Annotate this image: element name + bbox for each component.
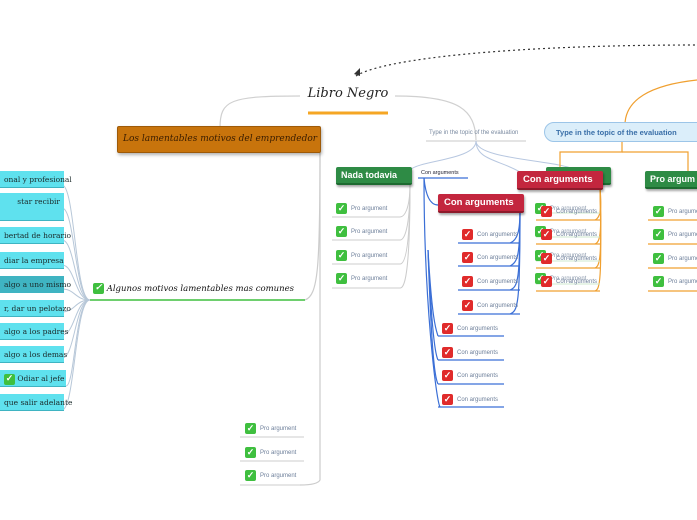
pro-argument[interactable]: ✓Pro argument — [245, 423, 297, 434]
check-icon: ✓ — [541, 253, 552, 264]
sub-topic-label: Algunos motivos lamentables mas comunes — [106, 284, 294, 294]
check-icon: ✓ — [442, 370, 453, 381]
con-argument[interactable]: ✓Con arguments — [442, 394, 499, 405]
left-item[interactable]: algo a los padres — [0, 323, 69, 340]
pro-argument[interactable]: ✓Pro argument — [245, 470, 297, 481]
check-icon: ✓ — [442, 323, 453, 334]
pro-argument[interactable]: ✓Pro argument — [535, 250, 586, 261]
con-argument[interactable]: ✓Con arguments — [541, 253, 598, 264]
pro-argument[interactable]: ✓Pro argument — [245, 447, 297, 458]
con-argument[interactable]: ✓Con arguments — [541, 206, 598, 217]
check-icon: ✓ — [462, 229, 473, 240]
check-icon: ✓ — [653, 206, 664, 217]
sub-topic[interactable]: ✓ Algunos motivos lamentables mas comune… — [93, 283, 294, 294]
check-icon: ✓ — [4, 373, 15, 385]
left-item[interactable]: ✓ Odiar al jefe — [0, 370, 66, 387]
con-argument[interactable]: ✓Con arguments — [442, 323, 499, 334]
check-icon: ✓ — [442, 347, 453, 358]
con-arguments-node[interactable]: Con arguments — [517, 171, 603, 190]
check-icon: ✓ — [535, 226, 546, 237]
con-argument[interactable]: ✓Con arguments — [462, 300, 519, 311]
check-icon: ✓ — [541, 229, 552, 240]
check-icon: ✓ — [245, 423, 256, 434]
left-item[interactable]: bertad de horario — [0, 227, 71, 244]
check-icon: ✓ — [653, 229, 664, 240]
check-icon: ✓ — [535, 250, 546, 261]
check-icon: ✓ — [541, 206, 552, 217]
check-icon: ✓ — [442, 394, 453, 405]
pro-argument[interactable]: ✓Pro argument — [535, 273, 586, 284]
pro-argument[interactable]: ✓Pro argument — [535, 226, 586, 237]
pro-argument[interactable]: ✓Pro argument — [653, 276, 697, 287]
left-item[interactable]: star recibir — [0, 193, 64, 221]
check-icon: ✓ — [336, 273, 347, 284]
con-arguments-label[interactable]: Con arguments — [421, 170, 459, 176]
con-argument[interactable]: ✓Con arguments — [462, 276, 519, 287]
main-to-sub-link — [304, 151, 321, 301]
pro-argument[interactable]: ✓Pro argument — [336, 250, 388, 261]
left-item[interactable]: diar la empresa — [0, 252, 64, 269]
check-icon: ✓ — [336, 203, 347, 214]
con-arguments-node[interactable]: Con arguments — [438, 194, 524, 213]
con-argument[interactable]: ✓Con arguments — [442, 347, 499, 358]
check-icon: ✓ — [462, 300, 473, 311]
pro-argument[interactable]: ✓Pro argument — [336, 273, 388, 284]
check-icon: ✓ — [245, 470, 256, 481]
con-argument[interactable]: ✓Con arguments — [541, 276, 598, 287]
con-argument[interactable]: ✓Con arguments — [442, 370, 499, 381]
check-icon: ✓ — [462, 252, 473, 263]
check-icon: ✓ — [653, 276, 664, 287]
check-icon: ✓ — [535, 203, 546, 214]
left-item[interactable]: onal y profesional — [0, 171, 72, 188]
check-icon: ✓ — [535, 273, 546, 284]
check-icon: ✓ — [245, 447, 256, 458]
con-argument[interactable]: ✓Con arguments — [462, 229, 519, 240]
check-icon: ✓ — [653, 253, 664, 264]
root-link-left — [219, 95, 301, 129]
relationship-dotted-line — [355, 44, 697, 77]
check-icon: ✓ — [462, 276, 473, 287]
main-topic[interactable]: Los lamentables motivos del emprendedor — [117, 126, 321, 153]
root-topic[interactable]: Libro Negro — [307, 86, 389, 101]
nada-todavia-node[interactable]: Nada todavia — [336, 167, 412, 185]
pro-arguments-node[interactable]: Pro argum — [645, 171, 697, 189]
pro-argument[interactable]: ✓Pro argument — [535, 203, 586, 214]
evaluation-topic-main[interactable]: Type in the topic of the evaluation — [544, 122, 697, 142]
pro-argument[interactable]: ✓Pro argument — [653, 229, 697, 240]
pro-argument[interactable]: ✓Pro argument — [336, 203, 388, 214]
pro-argument[interactable]: ✓Pro argument — [653, 206, 697, 217]
left-item[interactable]: r, dar un pelotazo — [0, 300, 71, 317]
check-icon: ✓ — [93, 283, 104, 294]
con-argument[interactable]: ✓Con arguments — [462, 252, 519, 263]
check-icon: ✓ — [336, 250, 347, 261]
left-item-label: Odiar al jefe — [17, 374, 65, 383]
pro-argument[interactable]: ✓Pro argument — [653, 253, 697, 264]
left-item[interactable]: que salir adelante — [0, 394, 72, 411]
root-link-right — [394, 95, 477, 141]
left-item[interactable]: algo a los demas — [0, 346, 67, 363]
left-item[interactable]: algo a uno mismo — [0, 276, 71, 293]
check-icon: ✓ — [541, 276, 552, 287]
pro-argument[interactable]: ✓Pro argument — [336, 226, 388, 237]
con-argument[interactable]: ✓Con arguments — [541, 229, 598, 240]
evaluation-topic-small[interactable]: Type in the topic of the evaluation — [429, 130, 519, 136]
check-icon: ✓ — [336, 226, 347, 237]
